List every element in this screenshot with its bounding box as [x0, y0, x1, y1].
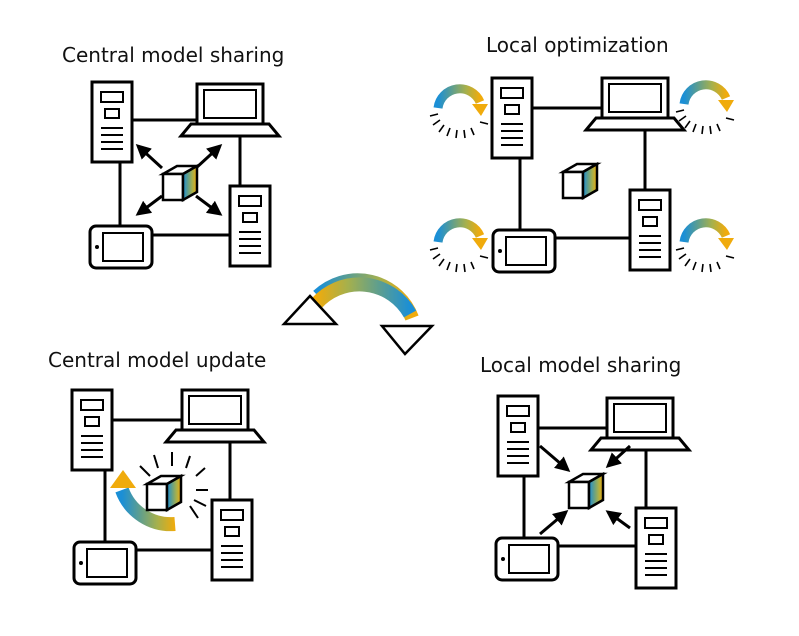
- laptop-icon: [589, 396, 691, 452]
- optimization-arc-icon: [430, 223, 488, 272]
- model-cube-icon: [567, 472, 605, 510]
- gather-arrows: [539, 444, 632, 536]
- server-tower-icon: [210, 498, 254, 582]
- cycle-arrowhead-down: [379, 324, 435, 356]
- server-tower-icon: [490, 76, 534, 160]
- tablet-icon: [494, 536, 560, 582]
- tablet-icon: [491, 228, 557, 274]
- model-cube-icon: [145, 474, 183, 512]
- broadcast-arrows: [135, 143, 223, 216]
- panel-central-model-sharing: Central model sharing: [62, 43, 284, 270]
- server-tower-icon: [496, 394, 540, 478]
- network-links: [118, 118, 242, 237]
- optimization-arc-icon: [676, 85, 734, 134]
- model-cube-icon: [561, 162, 599, 200]
- tablet-icon: [72, 540, 138, 586]
- panel-local-model-sharing: Local model sharing: [480, 353, 691, 590]
- update-arc: [115, 487, 176, 532]
- cycle-arrowhead-up: [281, 294, 339, 326]
- server-tower-icon: [628, 188, 672, 272]
- panel-central-model-update: Central model update: [48, 348, 266, 586]
- panel-title-central-sharing: Central model sharing: [62, 43, 284, 67]
- update-arrowhead: [110, 470, 136, 488]
- panel-title-central-update: Central model update: [48, 348, 266, 372]
- laptop-icon: [179, 82, 281, 138]
- model-cube-icon: [161, 164, 199, 202]
- laptop-icon: [164, 388, 266, 444]
- panel-title-local-sharing: Local model sharing: [480, 353, 681, 377]
- server-tower-icon: [228, 184, 272, 268]
- laptop-icon: [584, 76, 686, 132]
- server-tower-icon: [90, 80, 134, 164]
- optimization-arc-icon: [676, 223, 734, 272]
- optimization-arc-icon: [430, 89, 488, 138]
- server-tower-icon: [634, 506, 678, 590]
- server-tower-icon: [70, 388, 114, 472]
- tablet-icon: [88, 224, 154, 270]
- update-glow-rays: [139, 452, 208, 519]
- panel-title-local-optimization: Local optimization: [486, 33, 669, 57]
- cycle-arrows-icon: [281, 273, 435, 356]
- panel-local-optimization: Local optimization: [430, 33, 734, 272]
